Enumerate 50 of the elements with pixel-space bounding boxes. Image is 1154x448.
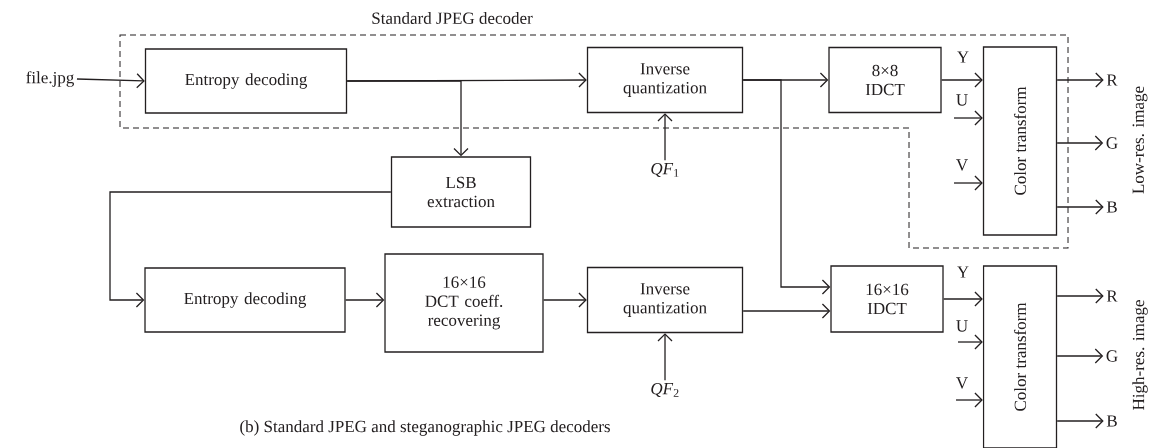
arrow — [1056, 199, 1104, 215]
process-box: Entropy decoding — [144, 267, 346, 333]
arrow — [1056, 348, 1104, 364]
arrow — [346, 80, 469, 157]
arrow — [543, 292, 587, 308]
edge-label: Y — [957, 266, 969, 278]
arrow — [953, 175, 983, 191]
input-label: file.jpg — [26, 71, 74, 87]
arrow — [1056, 413, 1104, 429]
node-label: Standard JPEG decoder — [372, 12, 533, 24]
arrow — [1056, 288, 1104, 304]
arrow — [1056, 72, 1104, 88]
arrow — [109, 191, 392, 308]
output-label: B — [1106, 201, 1117, 213]
output-label: R — [1106, 290, 1118, 302]
edge-label: U — [956, 94, 968, 106]
process-box: Inverse quantization — [586, 266, 744, 334]
arrow — [742, 303, 831, 319]
process-box: Inverse quantization — [586, 46, 744, 114]
process-box: 16×16 IDCT — [830, 265, 944, 333]
edge-label: V — [956, 159, 968, 171]
output-label: G — [1106, 350, 1118, 362]
arrow — [345, 292, 385, 308]
process-box: 8×8 IDCT — [828, 46, 942, 114]
process-box: Entropy decoding — [144, 48, 348, 114]
process-box: Color transform — [982, 265, 1058, 448]
parameter-label: QF$_{2}$ — [651, 383, 679, 397]
arrow — [657, 333, 673, 381]
arrow — [957, 334, 983, 350]
arrow — [657, 113, 673, 161]
output-label: G — [1106, 137, 1118, 149]
parameter-label: QF$_{1}$ — [651, 163, 679, 177]
process-box: Color transform — [982, 46, 1058, 236]
side-label: Low-res. image — [1132, 86, 1148, 194]
arrow — [953, 110, 983, 126]
arrow — [941, 72, 983, 88]
edge-label: U — [956, 320, 968, 332]
output-label: B — [1106, 415, 1117, 427]
edge-label: V — [956, 377, 968, 389]
edge-label: Y — [957, 51, 969, 63]
arrow — [955, 392, 983, 408]
output-label: R — [1106, 74, 1118, 86]
process-box: 16×16 DCT coeff. recovering — [384, 253, 544, 353]
arrow — [742, 79, 831, 295]
side-label: High-res. image — [1132, 300, 1148, 410]
arrow — [1056, 135, 1104, 151]
caption: (b) Standard JPEG and steganographic JPEG decoders — [240, 420, 610, 436]
arrow — [943, 291, 983, 307]
arrow — [76, 73, 145, 89]
process-box: LSB extraction — [390, 156, 532, 228]
